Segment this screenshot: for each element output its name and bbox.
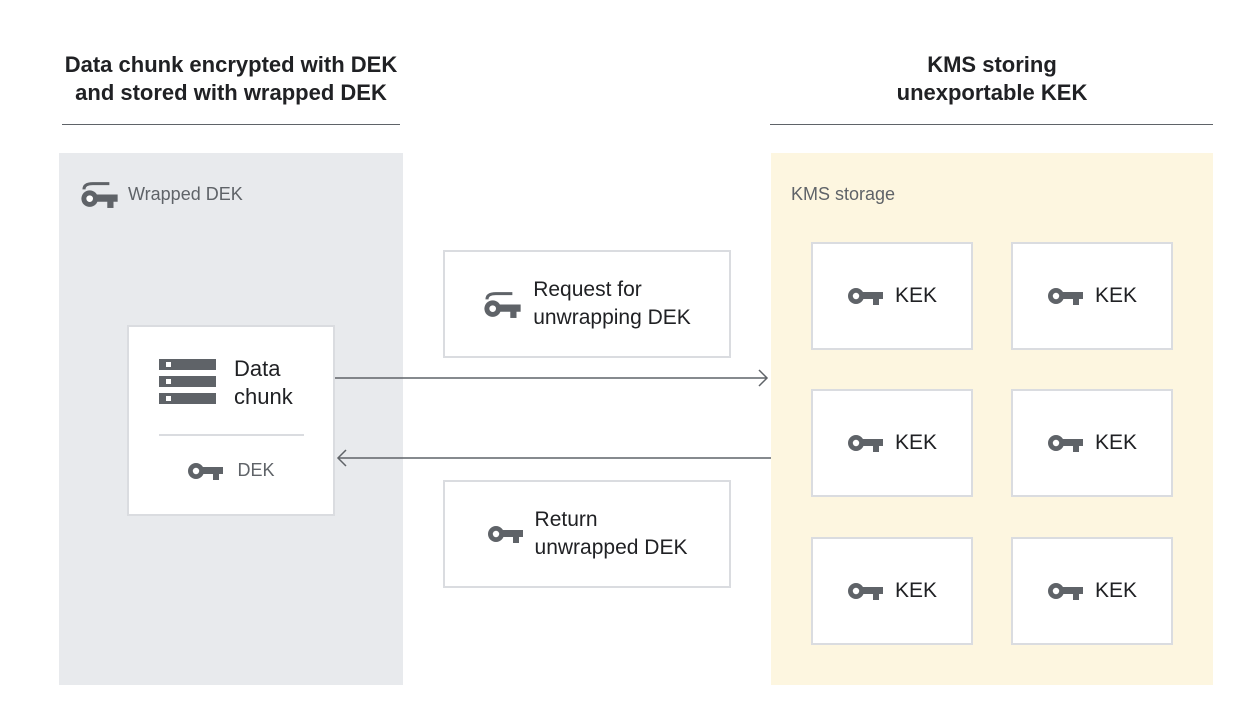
- dek-row: DEK: [129, 460, 333, 481]
- left-header: Data chunk encrypted with DEK and stored…: [40, 51, 422, 107]
- request-arrow: [335, 369, 769, 387]
- right-divider: [770, 124, 1213, 125]
- key-icon: [1047, 433, 1083, 453]
- right-header-line2: unexportable KEK: [896, 80, 1088, 105]
- wrapped-dek-label: Wrapped DEK: [80, 180, 243, 209]
- request-line1: Request for: [533, 278, 642, 301]
- response-line1: Return: [534, 508, 598, 531]
- storage-icon: [159, 359, 216, 404]
- dek-label: DEK: [237, 460, 275, 480]
- kek-label: KEK: [894, 431, 938, 454]
- request-line2: unwrapping DEK: [533, 306, 691, 329]
- wrapped-dek-text: Wrapped DEK: [128, 184, 243, 204]
- response-box: Return unwrapped DEK: [443, 480, 731, 588]
- kek-box: KEK: [1011, 242, 1173, 350]
- request-box: Request for unwrapping DEK: [443, 250, 731, 358]
- box-divider: [159, 434, 304, 436]
- response-line2: unwrapped DEK: [534, 536, 688, 559]
- key-icon: [1047, 286, 1083, 306]
- kek-label: KEK: [1094, 431, 1138, 454]
- kek-box: KEK: [811, 537, 973, 645]
- left-header-line1: Data chunk encrypted with DEK: [64, 52, 398, 77]
- right-header: KMS storing unexportable KEK: [780, 51, 1204, 107]
- key-icon: [847, 581, 883, 601]
- response-arrow: [336, 449, 771, 467]
- data-chunk-line2: chunk: [234, 384, 293, 409]
- kek-box: KEK: [1011, 389, 1173, 497]
- kms-storage-label: KMS storage: [791, 184, 896, 204]
- kek-box: KEK: [1011, 537, 1173, 645]
- data-chunk-box: Data chunk DEK: [127, 325, 335, 516]
- kek-box: KEK: [811, 389, 973, 497]
- kek-label: KEK: [1094, 579, 1138, 602]
- data-chunk-label: Data chunk: [234, 355, 293, 411]
- key-icon: [1047, 581, 1083, 601]
- kek-box: KEK: [811, 242, 973, 350]
- kek-label: KEK: [894, 579, 938, 602]
- data-chunk-line1: Data: [234, 356, 281, 381]
- left-header-line2: and stored with wrapped DEK: [75, 80, 387, 105]
- key-icon: [847, 286, 883, 306]
- kek-label: KEK: [1094, 284, 1138, 307]
- key-icon: [847, 433, 883, 453]
- left-divider: [62, 124, 400, 125]
- kek-label: KEK: [894, 284, 938, 307]
- right-header-line1: KMS storing: [927, 52, 1057, 77]
